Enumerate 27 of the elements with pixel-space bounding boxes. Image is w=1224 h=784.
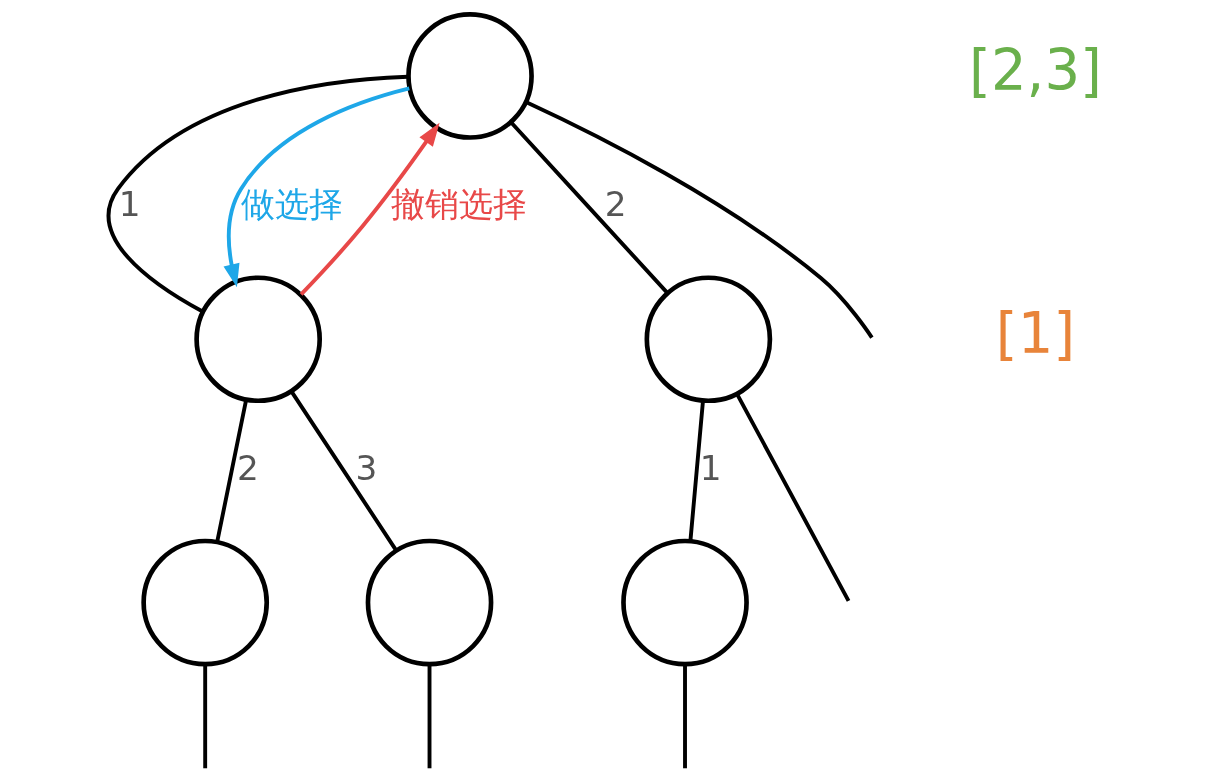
arrow (299, 122, 440, 296)
arrow (223, 86, 410, 288)
edge-label: 2 (237, 447, 259, 488)
label: [2,3] (969, 37, 1103, 103)
edge-label: 3 (355, 447, 378, 488)
connector (688, 400, 705, 542)
label: [1] (995, 300, 1076, 366)
node-circle (141, 538, 270, 667)
connector (106, 74, 408, 314)
node-circle (621, 538, 749, 667)
connector (525, 100, 874, 339)
edge-label: 做选择 (241, 184, 344, 225)
node-circle (644, 275, 773, 404)
node-circle (365, 538, 494, 667)
connector (215, 399, 249, 543)
connector (203, 664, 208, 769)
connector (683, 664, 687, 769)
edge-label: 2 (604, 184, 627, 225)
connector (735, 393, 851, 602)
edge-label: 1 (118, 184, 141, 225)
connector (509, 120, 669, 295)
connector (427, 664, 432, 769)
edge-label: 1 (699, 447, 722, 488)
node-circle (406, 12, 534, 140)
node-circle (194, 275, 322, 404)
connector (289, 390, 398, 552)
edge-label: 撤销选择 (391, 184, 528, 225)
